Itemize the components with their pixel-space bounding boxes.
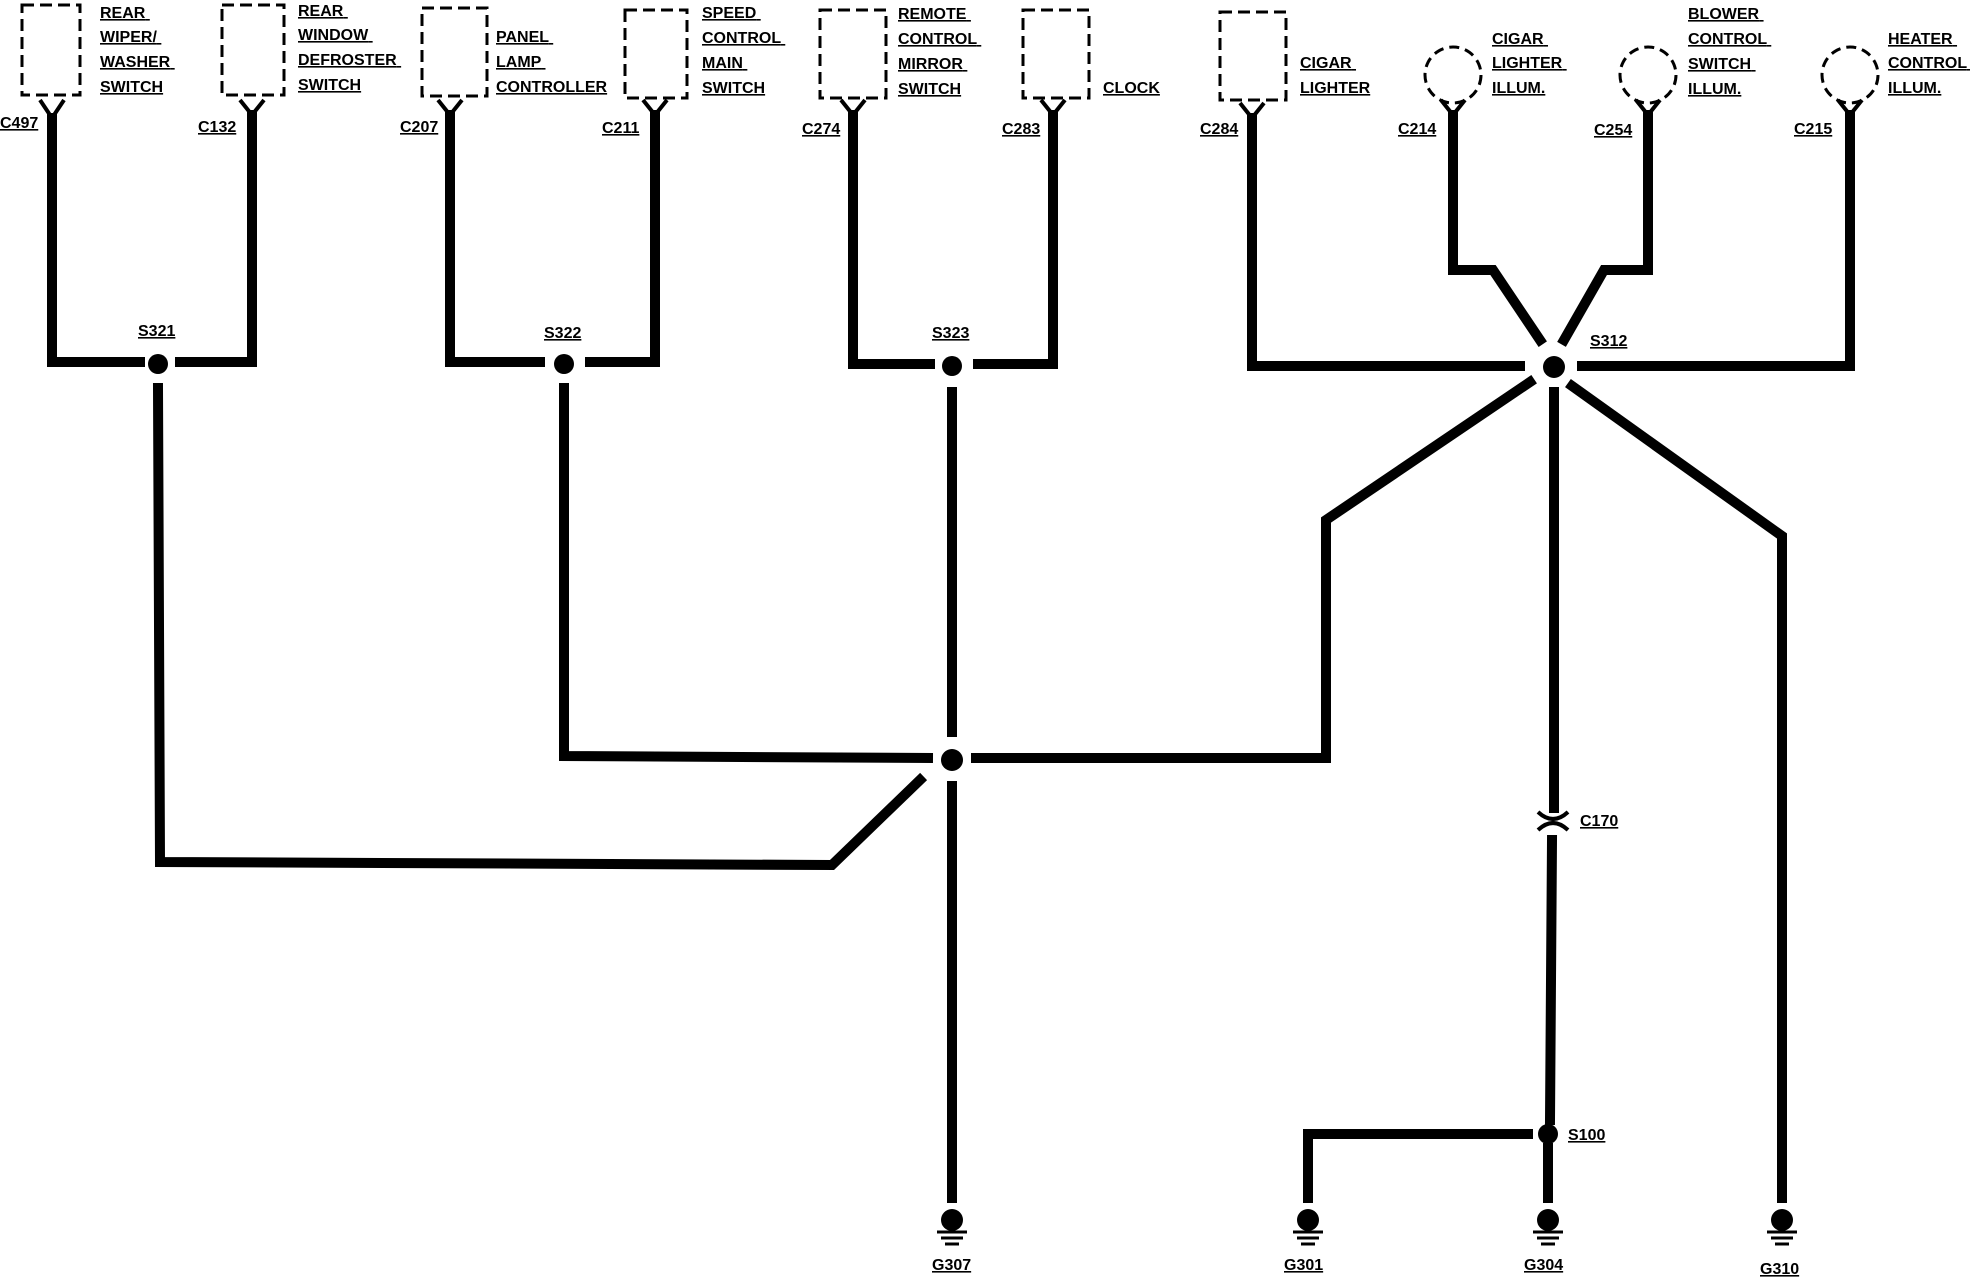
label-rear-wiper-washer-switch: REAR WIPER/ WASHER SWITCH <box>100 5 175 96</box>
panel-lamp-controller-box <box>420 6 489 98</box>
ground-labels: G307 G301 G304 G310 <box>932 1257 1799 1278</box>
label-splice-s312: S312 <box>1590 333 1627 350</box>
wire-c274-s323 <box>848 110 935 369</box>
connector-c207-icon <box>436 98 464 119</box>
heater-control-illum-bulb <box>1820 45 1880 105</box>
remote-control-mirror-switch-box <box>818 8 888 100</box>
blower-control-switch-illum-bulb <box>1618 45 1678 105</box>
label-connector-c497: C497 <box>0 115 38 132</box>
ground-symbols <box>937 1209 1797 1246</box>
label-splice-s323: S323 <box>932 325 969 342</box>
label-connector-c284: C284 <box>1200 121 1238 138</box>
label-ground-g310: G310 <box>1760 1261 1799 1278</box>
splice-s100-dot <box>1538 1124 1558 1144</box>
label-connector-c254: C254 <box>1594 122 1632 139</box>
ground-g301-icon <box>1293 1209 1323 1246</box>
label-rear-window-defroster-switch: REAR WINDOW DEFROSTER SWITCH <box>298 3 401 94</box>
label-splice-s321: S321 <box>138 323 175 340</box>
wire-c283-s323 <box>973 110 1058 369</box>
label-clock: CLOCK <box>1103 80 1160 97</box>
ground-g304-icon <box>1533 1209 1563 1246</box>
connector-c215-icon <box>1836 98 1864 119</box>
wires <box>47 110 1855 1203</box>
label-cigar-lighter: CIGAR LIGHTER <box>1300 55 1371 97</box>
connector-c214-icon <box>1439 98 1467 119</box>
splice-s321-dot <box>148 354 168 374</box>
splice-labels: S321 S322 S323 S312 S100 <box>138 323 1627 1144</box>
connector-c170-icon <box>1536 810 1570 832</box>
cigar-lighter-illum-bulb <box>1423 45 1483 105</box>
components <box>20 3 1880 105</box>
connector-c283-icon <box>1039 98 1067 119</box>
splice-s323-dot <box>942 356 962 376</box>
splice-main-dot <box>941 749 963 771</box>
wire-c284-s312 <box>1247 113 1525 371</box>
label-ground-g301: G301 <box>1284 1257 1323 1274</box>
label-connector-c170: C170 <box>1580 813 1618 830</box>
ground-g307-icon <box>937 1209 967 1246</box>
label-connector-c211: C211 <box>602 120 639 137</box>
component-labels: REAR WIPER/ WASHER SWITCH REAR WINDOW DE… <box>100 3 1970 98</box>
label-connector-c283: C283 <box>1002 121 1040 138</box>
wire-main-s312 <box>971 375 1537 763</box>
rear-window-defroster-switch-box <box>220 3 286 97</box>
wire-s100-g301 <box>1303 1129 1533 1203</box>
rear-wiper-washer-switch-box <box>20 3 82 97</box>
ground-g310-icon <box>1767 1209 1797 1246</box>
label-splice-s322: S322 <box>544 325 581 342</box>
splice-dots <box>148 354 1565 1144</box>
connector-c211-icon <box>641 98 669 119</box>
wire-c215-s312 <box>1577 110 1855 371</box>
wire-c211-s322 <box>585 110 660 367</box>
wire-c170-s100 <box>1544 834 1558 1126</box>
connector-labels: C497 C132 C207 C211 C274 C283 C284 C214 … <box>0 115 1832 830</box>
label-connector-c214: C214 <box>1398 121 1436 138</box>
label-speed-control-main-switch: SPEED CONTROL MAIN SWITCH <box>702 5 785 97</box>
wire-s321-main <box>152 382 928 871</box>
connector-c284-icon <box>1238 101 1266 122</box>
label-connector-c274: C274 <box>802 121 840 138</box>
wire-s322-main <box>559 383 934 764</box>
label-remote-control-mirror-switch: REMOTE CONTROL MIRROR SWITCH <box>898 6 981 98</box>
splice-s322-dot <box>554 354 574 374</box>
label-heater-control-illum: HEATER CONTROL ILLUM. <box>1888 31 1970 97</box>
wire-c497-s321 <box>47 113 145 367</box>
label-blower-control-switch-illum: BLOWER CONTROL SWITCH ILLUM. <box>1688 6 1771 98</box>
label-connector-c132: C132 <box>198 119 236 136</box>
label-cigar-lighter-illum: CIGAR LIGHTER ILLUM. <box>1492 31 1567 97</box>
cigar-lighter-box <box>1218 10 1288 102</box>
connector-c132-icon <box>238 98 266 119</box>
wire-s312-g310 <box>1565 379 1787 1203</box>
clock-box <box>1021 8 1091 100</box>
wire-c132-s321 <box>175 110 257 367</box>
speed-control-main-switch-box <box>623 8 689 100</box>
label-ground-g307: G307 <box>932 1257 971 1274</box>
connector-c254-icon <box>1634 98 1662 119</box>
label-connector-c207: C207 <box>400 119 438 136</box>
label-splice-s100: S100 <box>1568 1127 1605 1144</box>
wire-c214-s312 <box>1448 110 1547 347</box>
connector-c274-icon <box>839 98 867 119</box>
wire-c254-s312 <box>1557 110 1653 347</box>
label-connector-c215: C215 <box>1794 121 1832 138</box>
connector-forks <box>38 98 1864 832</box>
splice-s312-dot <box>1543 356 1565 378</box>
label-panel-lamp-controller: PANEL LAMP CONTROLLER <box>496 29 608 96</box>
wire-c207-s322 <box>445 110 545 367</box>
connector-c497-icon <box>38 98 66 122</box>
label-ground-g304: G304 <box>1524 1257 1563 1274</box>
